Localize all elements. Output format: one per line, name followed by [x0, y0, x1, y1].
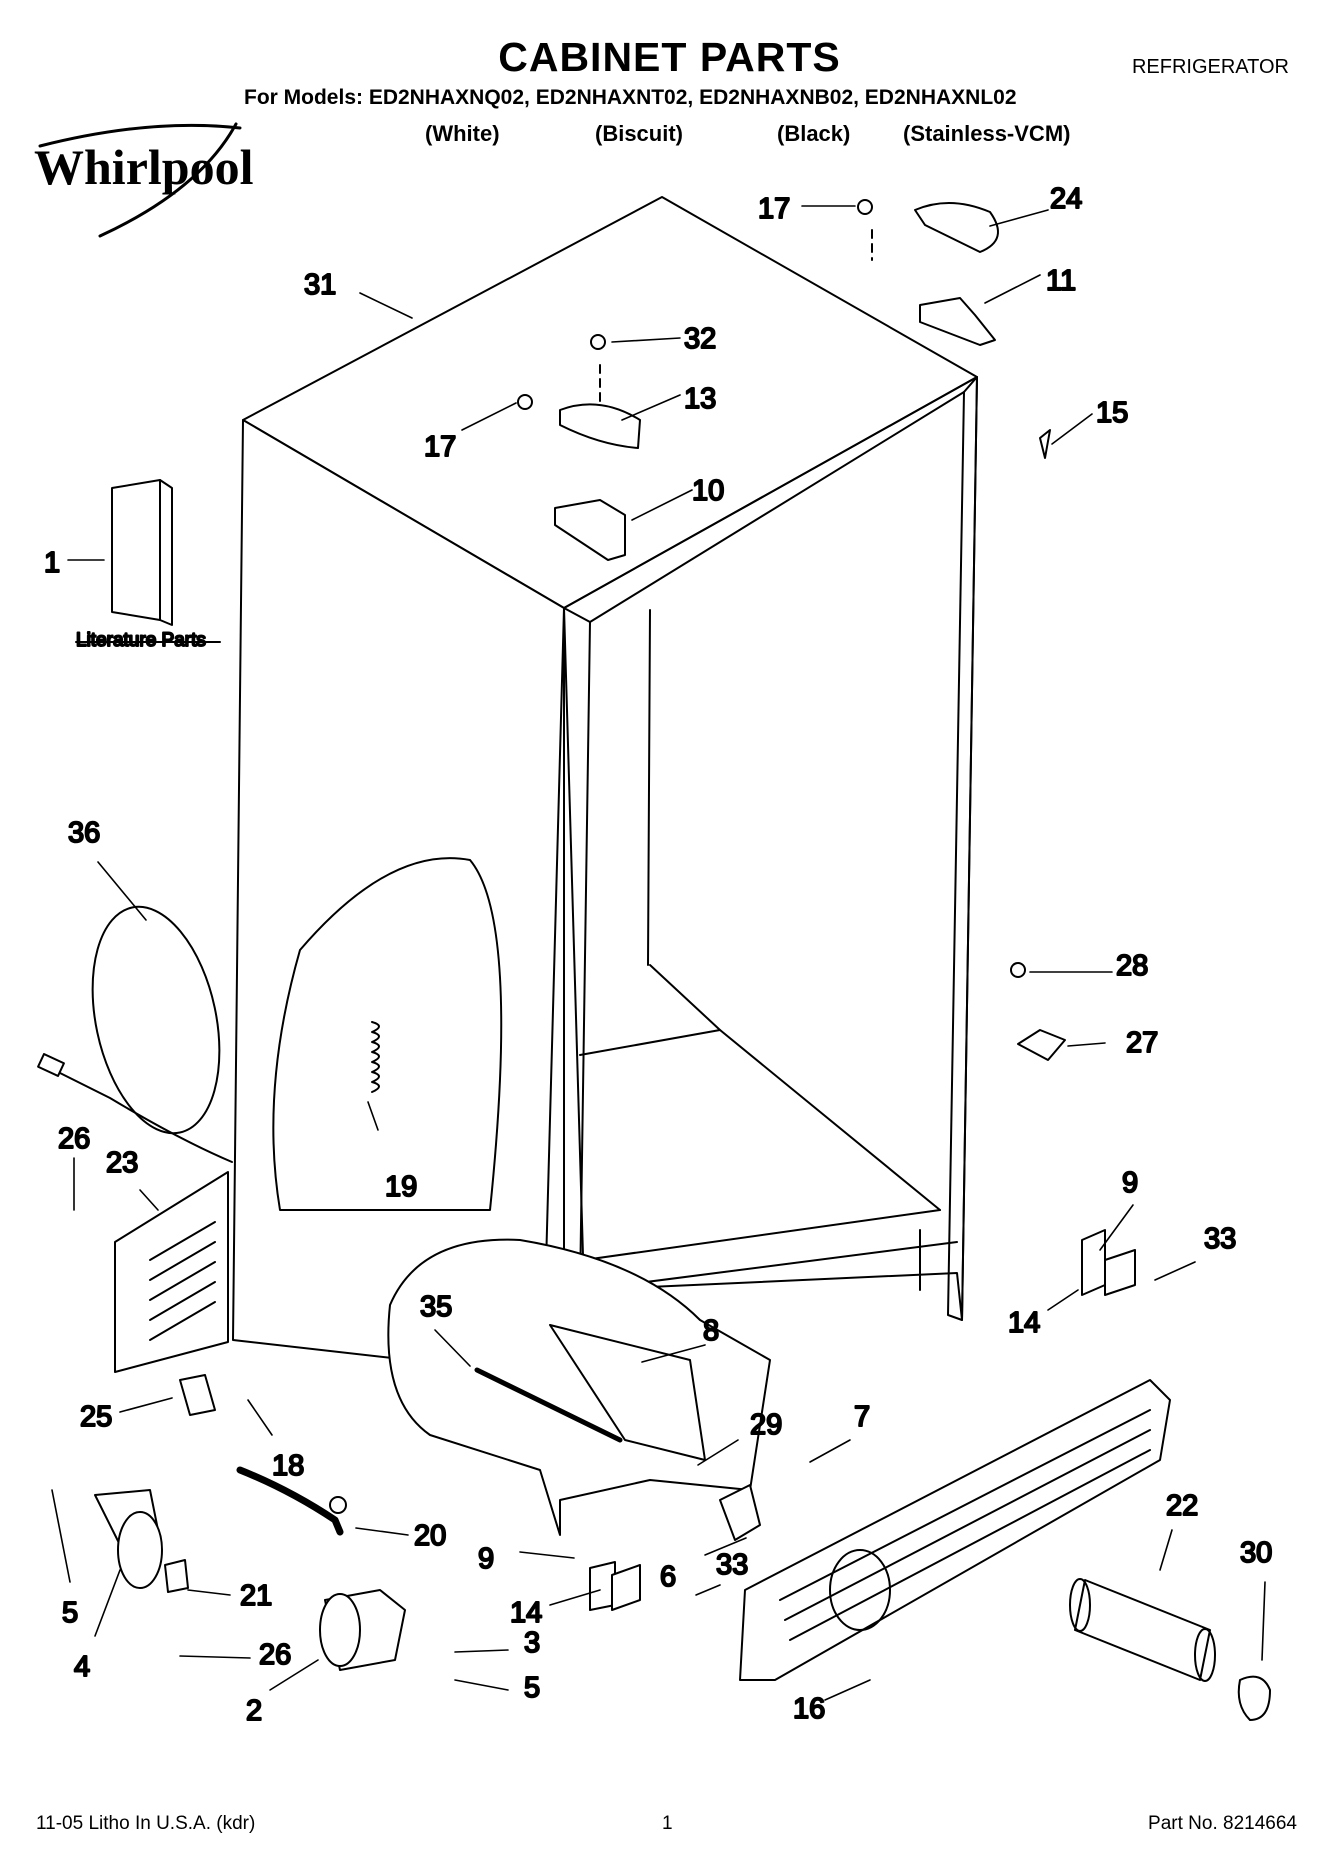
hinge-14-left: [611, 1564, 641, 1611]
callout-15: 15: [1096, 397, 1128, 429]
callout-28: 28: [1116, 950, 1148, 982]
color-label-stainless: (Stainless-VCM): [903, 121, 1071, 146]
drain-tube-19: [371, 1021, 380, 1093]
callout-30: 30: [1240, 1537, 1272, 1569]
callout-2: 2: [246, 1695, 262, 1727]
hinge-cover-13: [559, 403, 641, 449]
callout-16: 16: [793, 1693, 825, 1725]
callout-20: 20: [414, 1520, 446, 1552]
callout-32: 32: [684, 323, 716, 355]
clip-21: [164, 1559, 189, 1593]
callout-5-lower: 5: [524, 1672, 540, 1704]
callout-26-left: 26: [58, 1123, 90, 1155]
callout-27: 27: [1126, 1027, 1158, 1059]
toe-grille-16: [739, 1379, 1171, 1681]
screw-17-top: [857, 199, 873, 215]
screw-32: [590, 334, 606, 350]
callout-24: 24: [1050, 183, 1082, 215]
callout-22: 22: [1166, 1490, 1198, 1522]
callout-4: 4: [74, 1651, 90, 1683]
callout-21: 21: [240, 1580, 272, 1612]
callout-8: 8: [703, 1315, 719, 1347]
callout-3: 3: [524, 1627, 540, 1659]
appliance-category: REFRIGERATOR: [1131, 56, 1289, 78]
leader-arrows: [51, 205, 1266, 1701]
roller-4: [117, 1511, 163, 1589]
tube-20: [236, 1466, 344, 1536]
footer-print-info: 11-05 Litho In U.S.A. (kdr): [36, 1813, 256, 1834]
page-number: 1: [662, 1813, 673, 1834]
bracket-27: [1017, 1029, 1066, 1061]
hinge-14-right: [1104, 1249, 1136, 1296]
callout-9-left: 9: [478, 1543, 494, 1575]
callout-11: 11: [1046, 265, 1076, 297]
color-label-white: (White): [425, 121, 500, 146]
plug-15: [1039, 429, 1051, 459]
water-tube-35: [474, 1367, 623, 1443]
literature-parts-book: [75, 479, 221, 643]
callout-36: 36: [68, 817, 100, 849]
literature-parts-label: Literature Parts: [76, 630, 206, 651]
callout-35: 35: [420, 1291, 452, 1323]
callout-17-left: 17: [424, 431, 456, 463]
rear-cutout: [387, 1238, 771, 1536]
logo-swoosh-tail: [98, 122, 238, 238]
callout-26-lower: 26: [259, 1639, 291, 1671]
callout-10: 10: [692, 475, 724, 507]
screw-28: [1010, 962, 1026, 978]
liner-cutout: [272, 857, 503, 1211]
callout-33-right: 33: [1204, 1223, 1236, 1255]
color-label-black: (Black): [777, 121, 851, 146]
callout-5-left: 5: [62, 1597, 78, 1629]
top-hinge-10: [554, 499, 626, 561]
callout-14-left: 14: [510, 1597, 542, 1629]
fitting-18: [329, 1496, 347, 1514]
filter-cap-30: [1237, 1675, 1271, 1721]
model-list: For Models: ED2NHAXNQ02, ED2NHAXNT02, ED…: [244, 86, 1017, 109]
callout-29: 29: [750, 1409, 782, 1441]
callout-25: 25: [80, 1401, 112, 1433]
part-number: Part No. 8214664: [1148, 1813, 1297, 1834]
callout-1: 1: [44, 547, 60, 579]
top-hinge-parts: [517, 199, 1051, 561]
callout-6: 6: [660, 1561, 676, 1593]
callout-7: 7: [854, 1401, 870, 1433]
callout-14-right: 14: [1008, 1307, 1040, 1339]
top-hinge-11: [919, 297, 996, 346]
water-filter-22: [1069, 1578, 1271, 1721]
power-cord-36: [37, 905, 233, 1163]
callout-31: 31: [304, 269, 336, 301]
callout-19: 19: [385, 1171, 417, 1203]
callout-17-top: 17: [758, 193, 790, 225]
page-title: CABINET PARTS: [498, 34, 841, 80]
clip-6: [719, 1484, 761, 1541]
shim-9-right: [1081, 1229, 1106, 1296]
color-label-biscuit: (Biscuit): [595, 121, 683, 146]
callout-18: 18: [272, 1450, 304, 1482]
callout-33-left: 33: [716, 1549, 748, 1581]
clip-25: [179, 1374, 216, 1416]
callout-9-right: 9: [1122, 1167, 1138, 1199]
logo-swoosh-top: [38, 123, 242, 148]
brand-logo: Whirlpool: [34, 139, 254, 195]
callout-23: 23: [106, 1147, 138, 1179]
screw-17-left: [517, 394, 533, 410]
rear-access-panel-23: [114, 1171, 229, 1373]
callout-13: 13: [684, 383, 716, 415]
hinge-cover-24: [914, 201, 999, 253]
